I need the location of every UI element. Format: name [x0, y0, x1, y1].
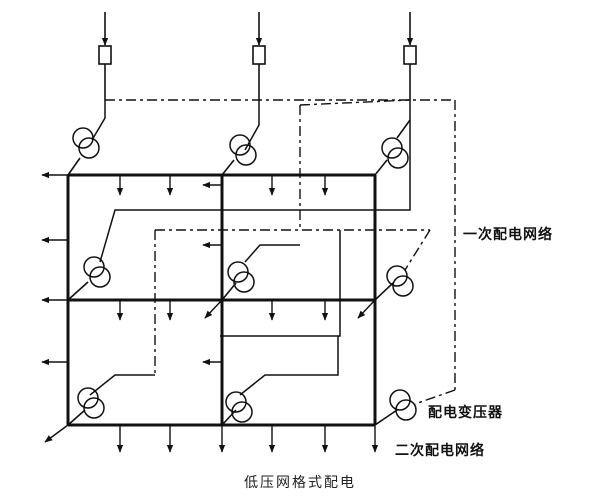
transformer-4 [83, 256, 111, 288]
secondary-network-label: 二次配电网络 [395, 443, 485, 459]
load-arrows-left [41, 171, 376, 443]
transformer-8 [225, 391, 253, 423]
transformer-5 [227, 261, 255, 293]
transformer-6 [386, 265, 414, 297]
transformer-9 [389, 389, 417, 421]
primary-network-label: 一次配电网络 [463, 227, 553, 243]
transformer-7 [77, 387, 105, 419]
transformer-taps [67, 119, 411, 426]
primary-feeders [98, 12, 417, 100]
transformer-1 [72, 127, 100, 159]
transformer-2 [229, 134, 257, 166]
transformers [72, 127, 417, 423]
transformer-label: 配电变压器 [428, 405, 503, 421]
primary-network-dashed-lines [105, 99, 456, 405]
load-arrows-down [116, 175, 379, 453]
transformer-3 [381, 137, 409, 169]
diagram-caption: 低压网格式配电 [244, 475, 356, 491]
